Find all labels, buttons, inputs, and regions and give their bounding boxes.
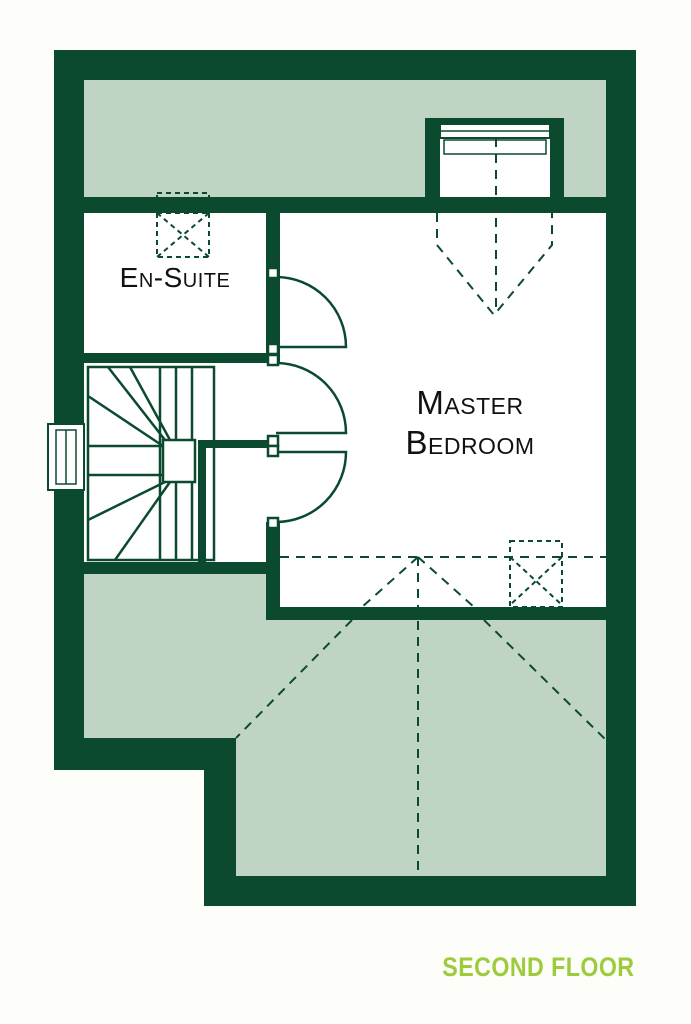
room-floors bbox=[84, 128, 606, 607]
rooflights bbox=[156, 192, 563, 608]
staircase bbox=[86, 365, 216, 562]
interior-walls bbox=[84, 118, 606, 620]
door-swings bbox=[266, 266, 348, 530]
master-bedroom-label-line1: Master bbox=[416, 384, 524, 421]
ensuite-label: En-Suite bbox=[119, 262, 231, 293]
ensuite-door-swing bbox=[275, 275, 348, 349]
bedroom-rooflight bbox=[509, 540, 563, 608]
eaves-areas bbox=[84, 80, 606, 876]
master-bedroom-label: Master Bedroom bbox=[390, 383, 550, 463]
eaves-top bbox=[84, 80, 606, 197]
eaves-bottom-right bbox=[84, 574, 606, 876]
roof-lines bbox=[235, 138, 607, 876]
landing-door-swing bbox=[275, 450, 348, 524]
floor-title: SECOND FLOOR bbox=[442, 952, 635, 982]
side-window bbox=[47, 423, 85, 491]
ensuite-rooflight bbox=[156, 192, 210, 258]
master-bedroom-floor bbox=[280, 128, 606, 607]
ensuite-floor bbox=[84, 213, 266, 353]
master-bedroom-label-line2: Bedroom bbox=[405, 424, 535, 461]
stair-door-swing bbox=[275, 361, 348, 435]
